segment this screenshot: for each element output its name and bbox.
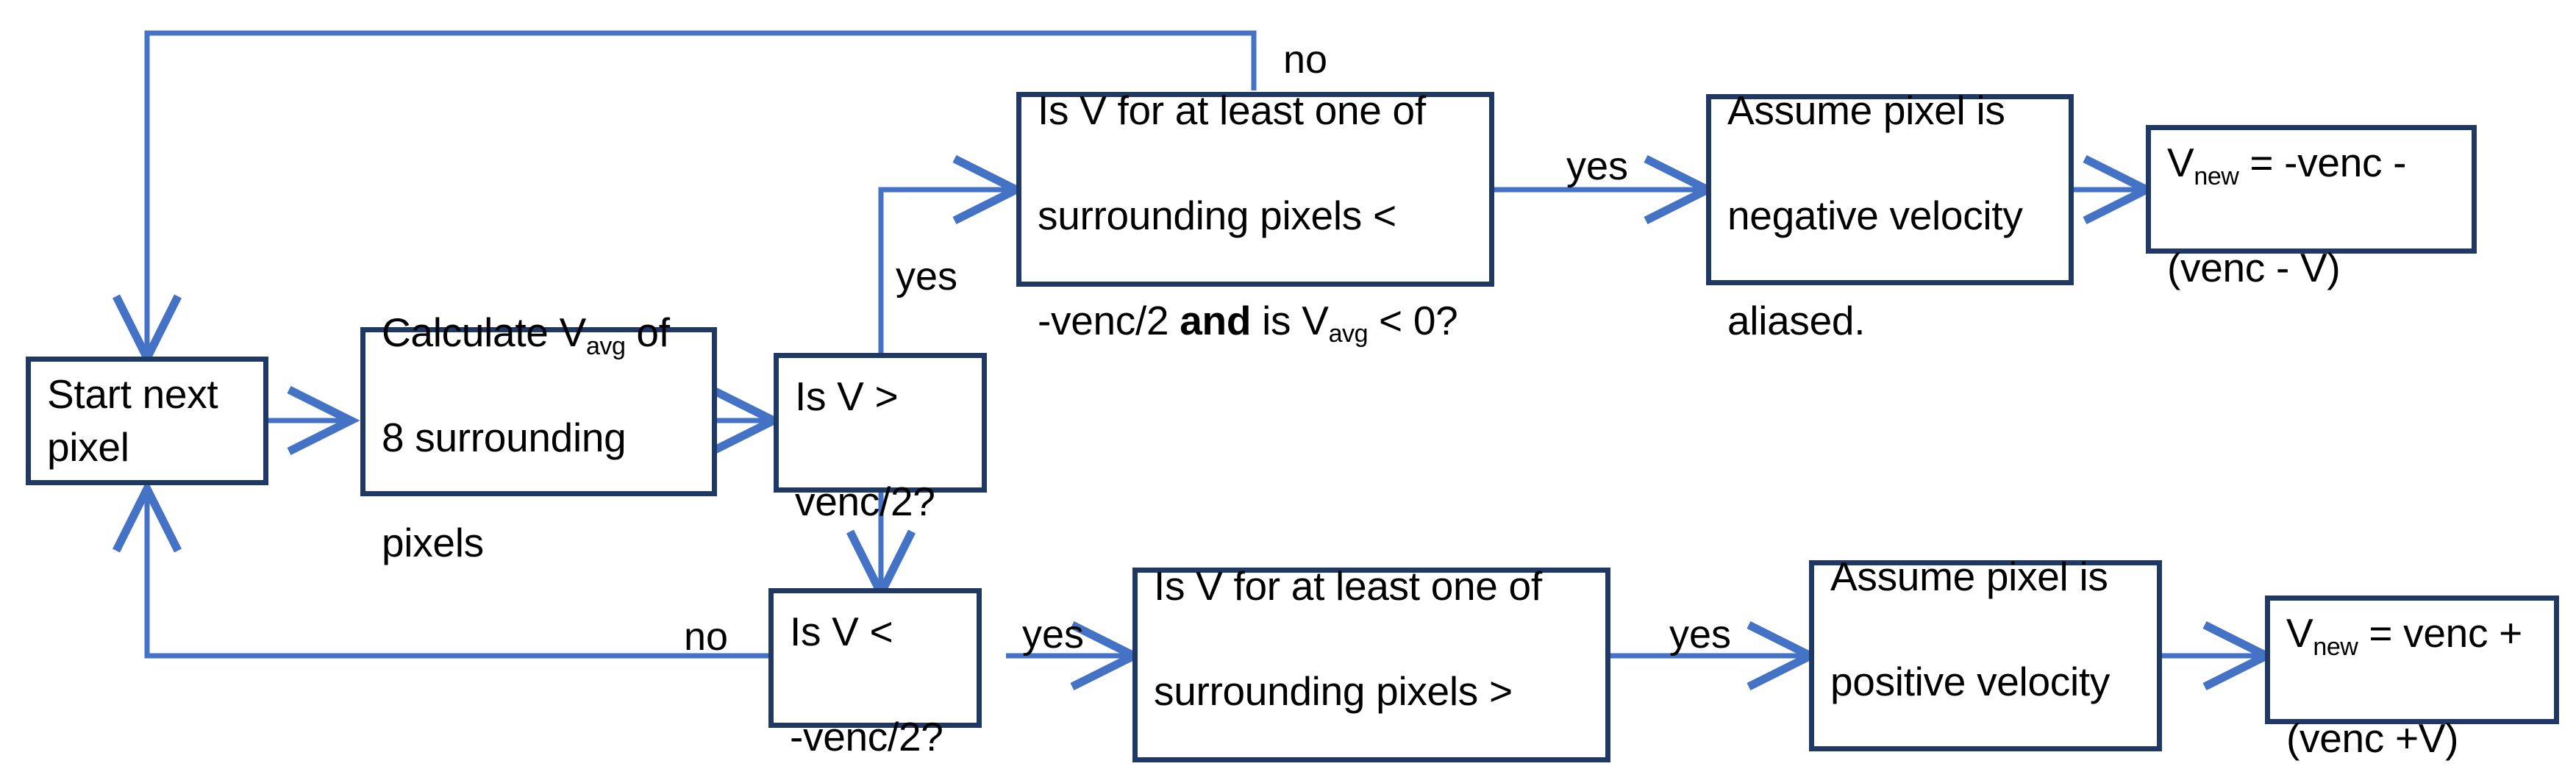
neg-cond-subscript: avg (1328, 320, 1369, 348)
node-calculate-label: Calculate Vavg of 8 surrounding pixels (382, 254, 670, 570)
decision-gt-label: Is V > venc/2? (795, 318, 935, 528)
node-decision-pos-condition[interactable]: Is V for at least one of surrounding pix… (1132, 563, 1610, 762)
calculate-line1-prefix: Calculate V (382, 310, 586, 355)
assume-neg-line2: negative velocity (1727, 193, 2023, 238)
formula-pos-v: V (2286, 610, 2313, 656)
calculate-line1-suffix: of (625, 310, 670, 355)
assume-pos-line2: positive velocity (1830, 659, 2111, 704)
neg-cond-line3a: -venc/2 (1038, 297, 1180, 343)
node-assume-positive[interactable]: Assume pixel is positive velocity aliase… (1809, 554, 2162, 769)
edge-label-yes-less-than: yes (1022, 612, 1085, 657)
decision-gt-line1: Is V > (795, 373, 899, 419)
decision-gt-line2: venc/2? (795, 478, 935, 524)
node-formula-positive[interactable]: Vnew = venc + (venc +V) (2265, 595, 2559, 761)
edge-dec-gt-yes-to-neg-cond (878, 154, 1026, 353)
edge-neg-cond-no-to-start (112, 30, 1257, 368)
decision-lt-line2: -venc/2? (790, 713, 943, 759)
edge-label-yes-positive: yes (1669, 612, 1732, 657)
node-start-label: Start next pixel (47, 371, 218, 470)
formula-neg-line1b: = -venc - (2238, 140, 2407, 185)
pos-cond-line1: Is V for at least one of (1154, 562, 1542, 609)
edge-dec-lt-no-to-start (112, 479, 768, 659)
edge-label-no-bottom: no (684, 615, 729, 659)
formula-pos-line1b: = venc + (2358, 610, 2522, 656)
assume-neg-line3: aliased. (1727, 298, 1866, 343)
formula-neg-v: V (2167, 140, 2194, 185)
node-formula-negative[interactable]: Vnew = -venc - (venc - V) (2146, 125, 2477, 290)
formula-neg-subscript: new (2194, 162, 2239, 190)
formula-neg-line2: (venc - V) (2167, 245, 2341, 290)
node-assume-negative[interactable]: Assume pixel is negative velocity aliase… (1706, 87, 2074, 343)
neg-cond-line3d: < 0? (1368, 297, 1458, 343)
formula-pos-label: Vnew = venc + (venc +V) (2286, 555, 2522, 765)
neg-condition-label: Is V for at least one of surrounding pix… (1038, 32, 1458, 348)
assume-pos-label: Assume pixel is positive velocity aliase… (1830, 498, 2110, 769)
decision-lt-label: Is V < -venc/2? (790, 553, 943, 763)
formula-pos-subscript: new (2313, 632, 2358, 661)
node-calculate-vavg[interactable]: Calculate Vavg of 8 surrounding pixels (360, 310, 717, 565)
node-decision-v-lt[interactable]: Is V < -venc/2? (768, 588, 982, 759)
calculate-line3: pixels (382, 520, 484, 565)
assume-neg-line1: Assume pixel is (1727, 87, 2005, 133)
neg-cond-line1: Is V for at least one of (1038, 87, 1426, 133)
neg-cond-line3c: is V (1251, 297, 1329, 343)
node-decision-neg-condition[interactable]: Is V for at least one of surrounding pix… (1016, 87, 1494, 348)
assume-pos-line3: aliased. (1830, 764, 1968, 769)
node-decision-v-gt[interactable]: Is V > venc/2? (774, 353, 987, 524)
edge-label-yes-negative: yes (1566, 144, 1629, 188)
formula-neg-label: Vnew = -venc - (venc - V) (2167, 85, 2406, 295)
assume-neg-label: Assume pixel is negative velocity aliase… (1727, 32, 2023, 348)
node-start-next-pixel[interactable]: Start next pixel (26, 357, 268, 485)
assume-pos-line1: Assume pixel is (1830, 554, 2108, 599)
neg-cond-and: and (1180, 297, 1252, 343)
calculate-subscript: avg (585, 332, 626, 360)
neg-cond-line2: surrounding pixels < (1038, 192, 1396, 238)
pos-condition-label: Is V for at least one of surrounding pix… (1154, 507, 1549, 769)
pos-cond-line2: surrounding pixels > (1154, 668, 1513, 714)
edge-label-no-top: no (1283, 37, 1328, 82)
calculate-line2: 8 surrounding (382, 415, 627, 460)
decision-lt-line1: Is V < (790, 608, 893, 654)
edge-label-yes-upper: yes (896, 254, 958, 298)
formula-pos-line2: (venc +V) (2286, 715, 2459, 761)
